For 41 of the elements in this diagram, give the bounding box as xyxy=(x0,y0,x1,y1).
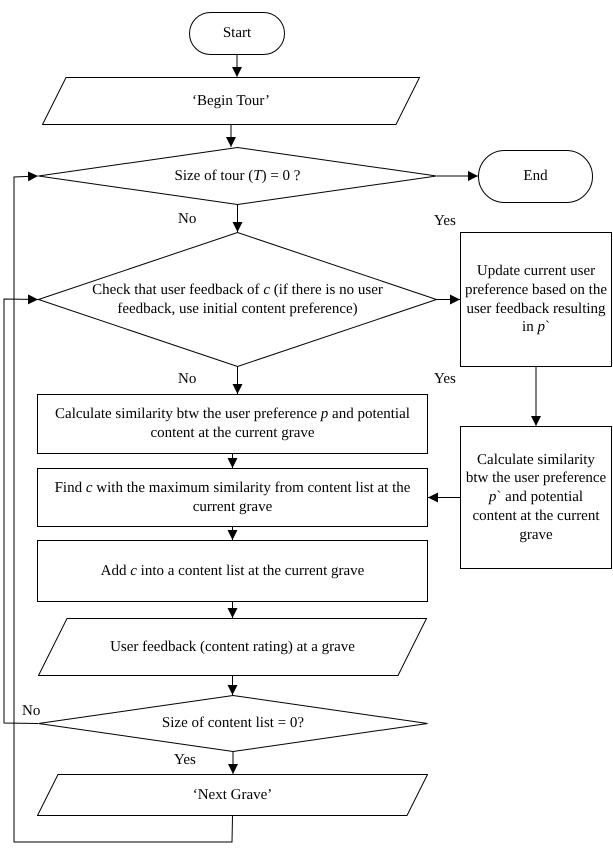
arrow xyxy=(228,526,238,540)
io-parallelogram xyxy=(38,618,427,676)
io-parallelogram xyxy=(42,77,420,125)
process-box xyxy=(37,468,428,527)
decision-diamond xyxy=(38,232,437,367)
node-text: Update current user preference based on the user feedback resulting in p` xyxy=(464,262,608,337)
node-text: End xyxy=(522,167,549,186)
arrow xyxy=(228,676,238,696)
decision-diamond xyxy=(38,695,428,752)
process-box xyxy=(37,540,428,602)
node-text: ‘Begin Tour’ xyxy=(191,92,271,110)
arrow xyxy=(4,294,38,724)
arrow xyxy=(228,454,238,468)
node-text: ‘Next Grave’ xyxy=(192,786,274,804)
terminal-node xyxy=(189,12,285,55)
arrow xyxy=(226,124,236,148)
node-text: Check that user feedback of c (if there is no user feedback, use initial content preference) xyxy=(91,280,384,318)
node-text: Find c with the maximum similarity from content list at the current grave xyxy=(54,478,412,516)
arrow xyxy=(14,171,233,842)
arrow xyxy=(228,752,238,774)
arrow xyxy=(228,602,238,618)
node-text: Calculate similarity btw the user preference p` and potential content at the current grave xyxy=(464,450,608,544)
arrow xyxy=(436,171,478,181)
arrow xyxy=(232,204,242,232)
arrow xyxy=(428,492,460,502)
process-box xyxy=(460,232,612,367)
arrow xyxy=(531,366,541,426)
node-text: Calculate similarity btw the user preference p and potential content at the current grave xyxy=(54,405,411,443)
node-text: Add c into a content list at the current grave xyxy=(100,562,366,580)
decision-diamond xyxy=(38,147,437,205)
node-text: Size of content list = 0? xyxy=(160,714,306,733)
node-text: User feedback (content rating) at a grave xyxy=(109,638,356,656)
node-text: Start xyxy=(222,24,252,43)
terminal-node xyxy=(478,150,593,203)
arrow xyxy=(232,54,242,78)
arrow xyxy=(436,294,460,304)
io-parallelogram xyxy=(37,774,428,816)
process-box xyxy=(460,426,612,569)
arrow xyxy=(232,366,242,394)
process-box xyxy=(37,394,428,454)
node-text: Size of tour (T) = 0 ? xyxy=(174,166,302,186)
